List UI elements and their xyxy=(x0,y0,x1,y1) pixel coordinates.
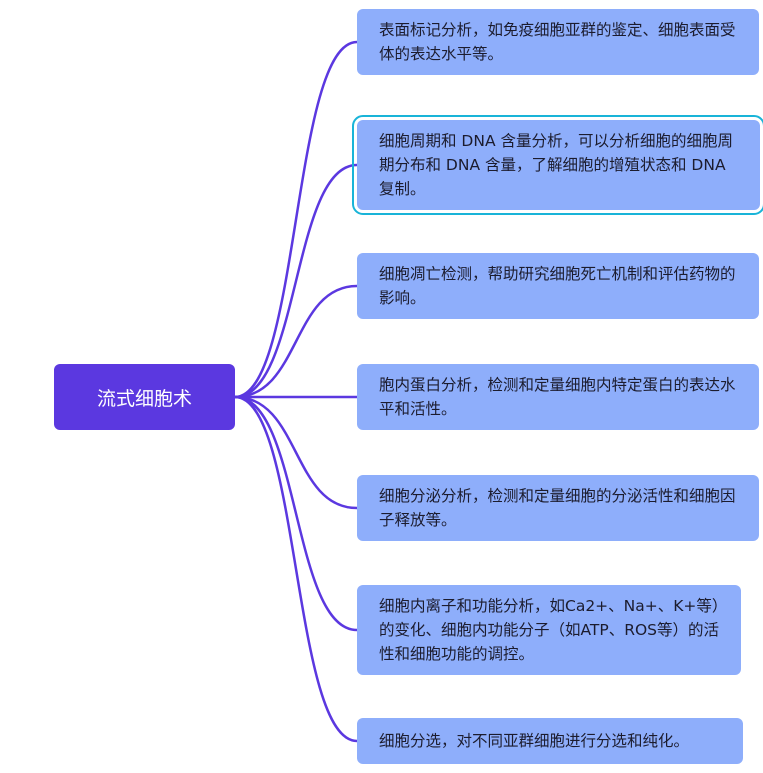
branch-label: 细胞分选，对不同亚群细胞进行分选和纯化。 xyxy=(379,732,690,750)
branch-label: 细胞分泌分析，检测和定量细胞的分泌活性和细胞因子释放等。 xyxy=(379,487,736,529)
branch-intracellular-protein-analysis[interactable]: 胞内蛋白分析，检测和定量细胞内特定蛋白的表达水平和活性。 xyxy=(357,364,759,430)
root-topic-label: 流式细胞术 xyxy=(96,387,192,410)
connector-3 xyxy=(233,284,359,399)
connector-5 xyxy=(233,395,359,510)
branch-surface-marker-analysis[interactable]: 表面标记分析，如免疫细胞亚群的鉴定、细胞表面受体的表达水平等。 xyxy=(357,9,759,75)
branch-secretion-analysis[interactable]: 细胞分泌分析，检测和定量细胞的分泌活性和细胞因子释放等。 xyxy=(357,475,759,541)
root-topic[interactable]: 流式细胞术 xyxy=(54,364,235,430)
branch-label: 细胞周期和 DNA 含量分析，可以分析细胞的细胞周期分布和 DNA 含量，了解细… xyxy=(379,132,733,198)
connector-2 xyxy=(233,163,359,399)
branch-cell-sorting[interactable]: 细胞分选，对不同亚群细胞进行分选和纯化。 xyxy=(357,718,743,764)
branch-label: 胞内蛋白分析，检测和定量细胞内特定蛋白的表达水平和活性。 xyxy=(379,376,736,418)
branch-label: 表面标记分析，如免疫细胞亚群的鉴定、细胞表面受体的表达水平等。 xyxy=(379,21,736,63)
branch-cell-cycle-dna-analysis[interactable]: 细胞周期和 DNA 含量分析，可以分析细胞的细胞周期分布和 DNA 含量，了解细… xyxy=(352,115,763,215)
branch-apoptosis-detection[interactable]: 细胞凋亡检测，帮助研究细胞死亡机制和评估药物的影响。 xyxy=(357,253,759,319)
branch-label: 细胞凋亡检测，帮助研究细胞死亡机制和评估药物的影响。 xyxy=(379,265,736,307)
branch-ion-function-analysis[interactable]: 细胞内离子和功能分析，如Ca2+、Na+、K+等）的变化、细胞内功能分子（如AT… xyxy=(357,585,741,675)
connector-6 xyxy=(233,395,359,632)
connector-7 xyxy=(233,395,359,743)
branch-label: 细胞内离子和功能分析，如Ca2+、Na+、K+等）的变化、细胞内功能分子（如AT… xyxy=(379,597,720,663)
connector-1 xyxy=(233,40,359,399)
